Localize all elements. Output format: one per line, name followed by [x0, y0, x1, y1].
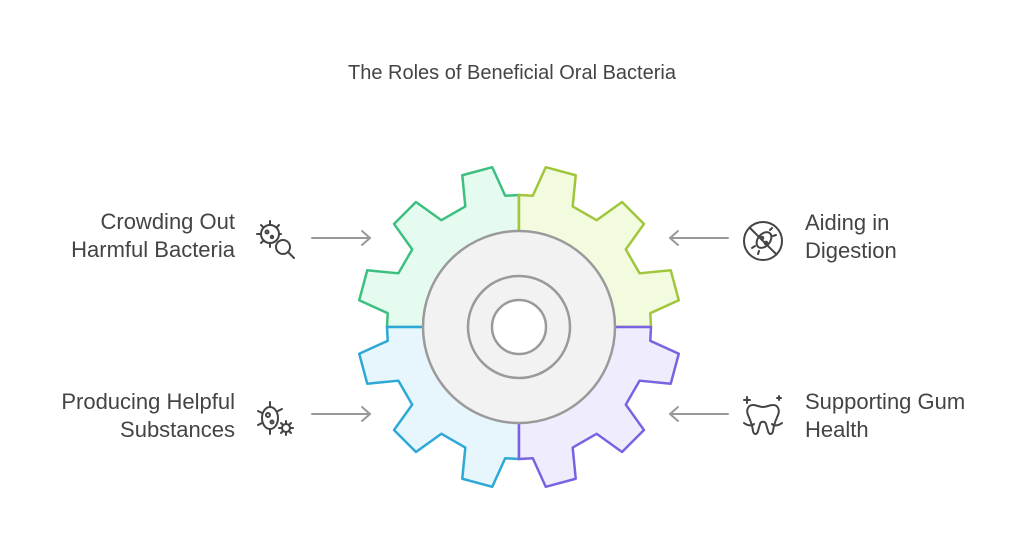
- no-bacteria-icon: [743, 221, 783, 261]
- page-title: The Roles of Beneficial Oral Bacteria: [348, 62, 676, 84]
- arrow-producing-helpful: [311, 406, 371, 422]
- label-producing-helpful: Producing Helpful Substances: [61, 389, 235, 442]
- label-supporting-gum: Supporting Gum Health: [805, 389, 966, 442]
- label-aiding-digestion: Aiding in Digestion: [805, 210, 897, 263]
- arrow-aiding-digestion: [669, 230, 729, 246]
- arrow-crowding-out: [311, 230, 371, 246]
- gear-hub-ring: [466, 274, 572, 380]
- label-crowding-out: Crowding Out Harmful Bacteria: [71, 209, 235, 262]
- bacteria-search-icon: [256, 220, 295, 259]
- gear-axle: [490, 298, 548, 356]
- arrow-supporting-gum: [669, 406, 729, 422]
- healthy-tooth-icon: [743, 395, 783, 435]
- bacteria-gears-icon: [257, 401, 294, 436]
